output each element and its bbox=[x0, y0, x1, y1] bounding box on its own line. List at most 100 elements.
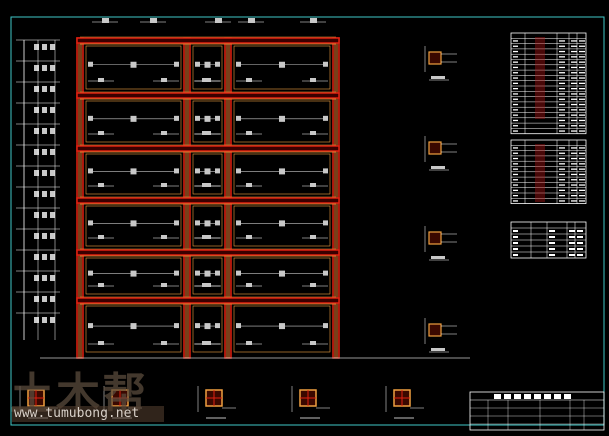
title-block bbox=[469, 391, 605, 431]
left-rebar-block bbox=[42, 212, 47, 218]
table-3-cell-text bbox=[577, 242, 583, 244]
title-block-heading-char bbox=[534, 394, 541, 399]
table-3-cell-text bbox=[549, 242, 555, 244]
panel-outline bbox=[233, 257, 331, 295]
dim-text-block bbox=[310, 183, 316, 187]
rebar-label-block bbox=[130, 323, 137, 330]
left-rebar-block bbox=[42, 149, 47, 155]
rebar-label-block bbox=[323, 270, 328, 276]
dim-text-block bbox=[310, 78, 316, 82]
rebar-label-block bbox=[279, 220, 285, 227]
table-2-cell-text bbox=[513, 195, 518, 197]
table-1-cell-text bbox=[571, 88, 577, 90]
dim-text-block bbox=[310, 235, 316, 239]
rebar-label-block bbox=[215, 323, 220, 329]
dim-text-block bbox=[161, 183, 167, 187]
table-2-cell-text bbox=[579, 147, 585, 149]
dim-text-block bbox=[98, 131, 104, 135]
left-rebar-block bbox=[42, 86, 47, 92]
table-2-cell-text bbox=[513, 168, 518, 170]
table-2-cell-text bbox=[571, 184, 577, 186]
left-rebar-block bbox=[34, 317, 39, 323]
left-rebar-block bbox=[50, 275, 55, 281]
title-block-heading-char bbox=[564, 394, 571, 399]
table-1-cell-text bbox=[579, 72, 585, 74]
table-1-cell-text bbox=[513, 130, 518, 132]
table-1-cell-text bbox=[571, 56, 577, 58]
table-1-cell-text bbox=[559, 72, 565, 74]
rebar-label-block bbox=[204, 220, 211, 227]
title-block-heading-char bbox=[514, 394, 521, 399]
panel-outline bbox=[233, 100, 331, 143]
table-1-cell-text bbox=[559, 61, 565, 63]
rebar-label-block bbox=[88, 270, 93, 276]
rebar-label-block bbox=[215, 61, 220, 67]
table-2-cell-text bbox=[513, 184, 518, 186]
panel-outline bbox=[192, 45, 223, 90]
table-1-cell-text bbox=[579, 114, 585, 116]
table-1-cell-text bbox=[571, 40, 577, 42]
panel-outline bbox=[85, 153, 182, 195]
dim-text-block bbox=[202, 283, 208, 287]
rebar-label-block bbox=[130, 115, 137, 122]
table-3-cell-text bbox=[577, 236, 583, 238]
left-rebar-block bbox=[34, 170, 39, 176]
panel-outline bbox=[85, 257, 182, 295]
panel-outline bbox=[192, 257, 223, 295]
table-1-cell-text bbox=[571, 103, 577, 106]
panel-outline bbox=[233, 45, 331, 90]
beam-floor-3 bbox=[76, 197, 340, 204]
table-2-cell-text bbox=[559, 179, 565, 181]
rebar-label-block bbox=[130, 168, 137, 175]
left-rebar-block bbox=[42, 275, 47, 281]
left-rebar-block bbox=[34, 65, 39, 71]
table-1-cell-text bbox=[579, 125, 585, 127]
dim-text-block bbox=[246, 183, 252, 187]
table-2-cell-text bbox=[579, 200, 585, 202]
rebar-label-block bbox=[279, 61, 285, 68]
dim-text-block bbox=[98, 283, 104, 287]
table-1-cell-text bbox=[579, 77, 585, 79]
panel-outline bbox=[85, 205, 182, 247]
table-2-cell-text bbox=[559, 173, 565, 176]
column-section-3 bbox=[428, 323, 442, 337]
table-2-cell-text bbox=[559, 184, 565, 186]
left-rebar-block bbox=[34, 212, 39, 218]
table-3-cell-text bbox=[513, 254, 518, 256]
table-1-cell-text bbox=[579, 109, 585, 111]
table-1-cell-text bbox=[513, 56, 518, 58]
left-rebar-block bbox=[34, 254, 39, 260]
left-rebar-block bbox=[42, 128, 47, 134]
table-2-cell-text bbox=[559, 157, 565, 160]
table-1-cell-text bbox=[559, 114, 565, 116]
rebar-label-block bbox=[236, 168, 241, 174]
table-2-cell-text bbox=[571, 168, 577, 170]
left-rebar-block bbox=[50, 191, 55, 197]
top-dim-text bbox=[102, 18, 109, 23]
panel-outline bbox=[192, 153, 223, 195]
section-caption-text bbox=[431, 166, 445, 169]
table-3-cell-text bbox=[549, 236, 555, 238]
table-1-cell-text bbox=[513, 103, 518, 106]
table-1-cell-text bbox=[513, 40, 518, 42]
top-dim-text bbox=[248, 18, 255, 23]
table-1-cell-text bbox=[513, 119, 518, 122]
dim-text-block bbox=[246, 78, 252, 82]
dim-text-block bbox=[98, 341, 104, 345]
table-1-cell-text bbox=[579, 40, 585, 42]
table-3-cell-text bbox=[569, 230, 575, 232]
left-rebar-block bbox=[34, 191, 39, 197]
left-rebar-block bbox=[50, 317, 55, 323]
table-2-cell-text bbox=[571, 195, 577, 197]
rebar-label-block bbox=[279, 323, 285, 330]
table-2-cell-text bbox=[571, 163, 577, 165]
table-2-cell-text bbox=[513, 173, 518, 176]
table-1-cell-text bbox=[559, 45, 565, 47]
left-rebar-block bbox=[42, 65, 47, 71]
table-1-cell-text bbox=[559, 66, 565, 69]
table-2-cell-text bbox=[579, 195, 585, 197]
table-1-cell-text bbox=[559, 88, 565, 90]
rebar-label-block bbox=[323, 168, 328, 174]
